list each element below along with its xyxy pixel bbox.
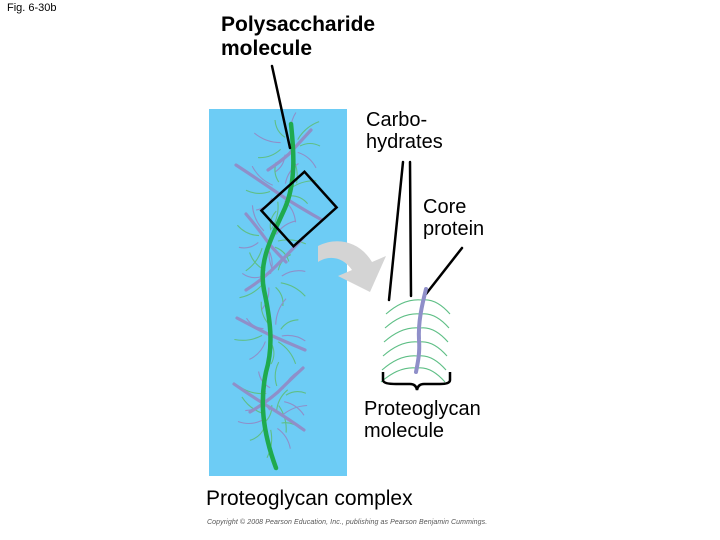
core-protein-7 bbox=[232, 382, 306, 432]
polysaccharide-label-line-1: Polysaccharide bbox=[221, 13, 376, 36]
copyright-notice: Copyright © 2008 Pearson Education, Inc.… bbox=[207, 519, 488, 526]
carbohydrate-chain bbox=[277, 239, 307, 245]
carbohydrate-chain bbox=[237, 419, 263, 425]
carbohydrates-pointer-2 bbox=[408, 160, 413, 298]
carbohydrate-chain bbox=[418, 341, 448, 357]
core-protein-label-line-1: Core bbox=[423, 196, 467, 218]
proteoglycan-molecule-label-line-2: molecule bbox=[364, 420, 445, 443]
carbohydrate-chain bbox=[380, 367, 418, 383]
polysaccharide-pointer bbox=[270, 64, 292, 150]
carbohydrate-chain bbox=[241, 272, 263, 279]
carbohydrate-chain bbox=[275, 298, 287, 325]
carbohydrate-chain bbox=[419, 327, 449, 343]
carbohydrate-chain bbox=[421, 299, 451, 315]
carbohydrate-chain bbox=[245, 247, 263, 272]
zoomed-core-protein bbox=[414, 287, 428, 374]
magnification-arrow bbox=[318, 241, 386, 292]
carbohydrates-label: Carbo- hydrates bbox=[366, 109, 443, 154]
core-protein-5 bbox=[235, 316, 307, 352]
polysaccharide-molecule-label: Polysaccharide molecule bbox=[221, 13, 375, 60]
core-protein-6 bbox=[248, 366, 305, 414]
carbohydrate-chain bbox=[382, 341, 420, 357]
proteoglycan-complex-label: Proteoglycan complex bbox=[206, 487, 413, 510]
carbohydrate-chain bbox=[284, 163, 299, 184]
carbohydrate-chain bbox=[280, 282, 306, 297]
core-proteins bbox=[232, 128, 324, 432]
carbohydrate-chain bbox=[420, 313, 450, 329]
carbohydrate-chain bbox=[251, 205, 265, 232]
carbohydrates-pointer-1 bbox=[387, 160, 405, 302]
carbohydrate-chain bbox=[245, 189, 271, 194]
carbohydrate-chain bbox=[281, 334, 306, 342]
carbohydrate-chain bbox=[271, 201, 279, 230]
label-pointer-lines bbox=[270, 64, 464, 302]
carbohydrate-chain bbox=[277, 341, 297, 364]
carbohydrate-chain bbox=[385, 299, 423, 315]
carbohydrate-chain bbox=[299, 142, 321, 147]
core-protein-label-line-2: protein bbox=[423, 218, 485, 241]
carbohydrate-chain bbox=[276, 389, 289, 412]
figure-label: Fig. 6-30b bbox=[7, 2, 57, 14]
carbohydrate-chain bbox=[284, 401, 305, 416]
proteoglycan-brace bbox=[381, 372, 452, 391]
polysaccharide-label-line-2: molecule bbox=[221, 36, 313, 60]
carbohydrate-chain bbox=[274, 246, 290, 262]
carbohydrate-chain bbox=[234, 334, 263, 341]
carbohydrate-chain bbox=[253, 132, 281, 144]
carbohydrate-chain bbox=[258, 148, 281, 159]
core-protein-pointer bbox=[424, 246, 464, 296]
carbohydrate-chain bbox=[249, 341, 266, 360]
carbohydrate-chain bbox=[236, 224, 260, 237]
carbohydrate-chain bbox=[281, 270, 306, 277]
carbohydrate-chain bbox=[297, 151, 317, 169]
carbohydrate-chain bbox=[274, 361, 280, 387]
core-protein-2 bbox=[234, 163, 324, 222]
carbohydrate-chain bbox=[238, 241, 259, 249]
carbohydrate-chain bbox=[383, 327, 421, 343]
carbohydrate-chain bbox=[416, 367, 446, 383]
carbohydrate-chain bbox=[277, 427, 291, 449]
proteoglycan-molecule-label: Proteoglycan molecule bbox=[364, 398, 481, 443]
core-protein-1 bbox=[266, 128, 313, 172]
carbohydrate-chain bbox=[297, 121, 320, 140]
carbohydrates-label-line-2: hydrates bbox=[366, 131, 443, 154]
carbohydrate-chain bbox=[384, 313, 422, 329]
carbohydrate-chain bbox=[285, 390, 307, 396]
proteoglycan-molecule-label-line-1: Proteoglycan bbox=[364, 398, 481, 420]
carbohydrate-chain bbox=[266, 429, 273, 458]
carbohydrate-chain bbox=[275, 220, 297, 235]
carbohydrate-chain bbox=[275, 286, 284, 307]
carbohydrate-chain bbox=[274, 119, 286, 138]
carbohydrate-chain bbox=[251, 165, 273, 186]
core-protein-label: Core protein bbox=[423, 196, 484, 241]
carbohydrate-chain bbox=[381, 355, 419, 371]
carbohydrates-label-line-1: Carbo- bbox=[366, 109, 428, 131]
carbohydrate-chain bbox=[280, 319, 299, 330]
magnification-box bbox=[259, 169, 339, 249]
